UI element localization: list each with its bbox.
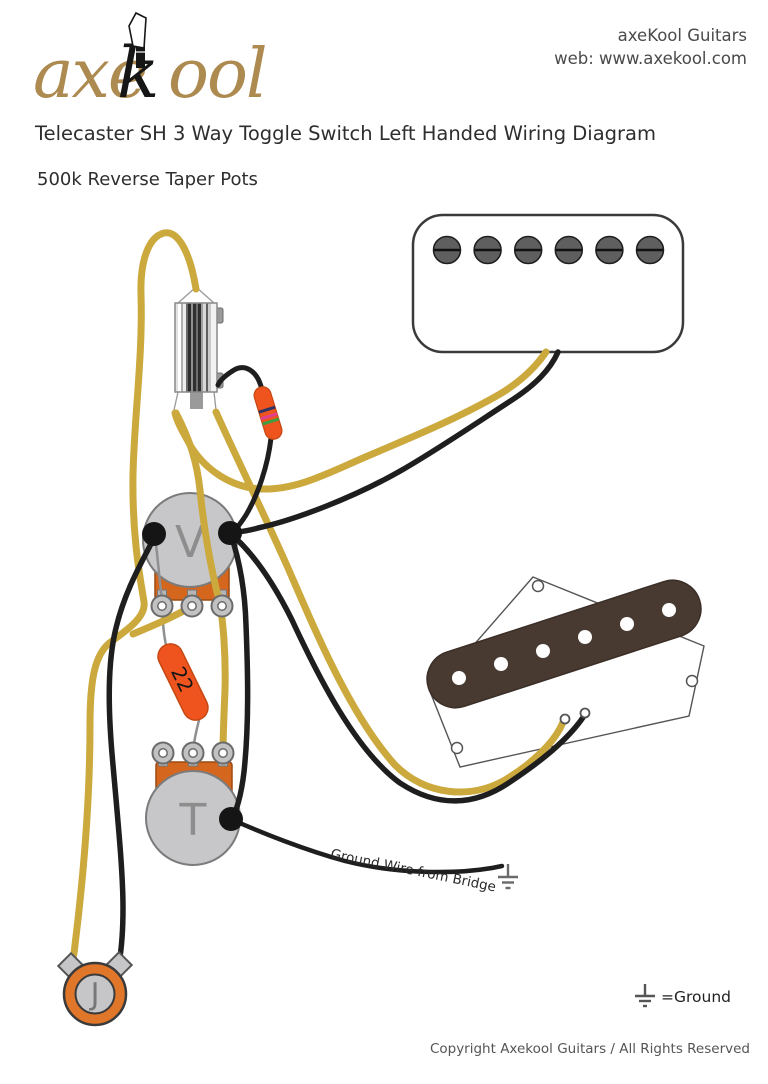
ground-legend: =Ground bbox=[635, 984, 731, 1008]
wire-switch-to-jack bbox=[67, 229, 200, 970]
logo-text-ool: ool bbox=[168, 35, 266, 114]
tone-lug-eyelets bbox=[151, 741, 235, 765]
resistor-band-green bbox=[262, 417, 280, 426]
bridge-pole-pieces bbox=[452, 603, 676, 685]
ground-legend-icon bbox=[635, 984, 655, 1008]
toggle-switch bbox=[173, 286, 224, 411]
pot-lug-eyelets bbox=[150, 594, 591, 765]
volume-lug-eyelets bbox=[150, 594, 234, 618]
wire-bridge-pickup-ground bbox=[228, 531, 587, 804]
page-subtitle: 500k Reverse Taper Pots bbox=[37, 169, 258, 190]
resistor bbox=[253, 386, 283, 440]
resistor-band-magenta bbox=[260, 412, 278, 421]
copyright-text: Copyright Axekool Guitars / All Rights R… bbox=[430, 1041, 750, 1057]
tone-pot: T bbox=[145, 751, 241, 866]
resistor-body bbox=[253, 386, 283, 440]
website-line: web: www.axekool.com bbox=[554, 49, 747, 68]
wire-resistor-to-switch-tab bbox=[215, 365, 265, 393]
tone-pot-label: T bbox=[179, 795, 207, 846]
switch-bottom-bracket bbox=[213, 391, 217, 411]
logo-text-axe: axe bbox=[33, 35, 146, 114]
ground-symbol bbox=[498, 864, 518, 890]
solder-blobs bbox=[142, 521, 243, 831]
logo: axe k ool bbox=[33, 11, 268, 114]
company-name: axeKool Guitars bbox=[618, 26, 747, 45]
bridge-pickup bbox=[426, 576, 705, 768]
baseplate-screw-hole bbox=[685, 674, 699, 688]
capacitor-body bbox=[157, 643, 209, 721]
baseplate-screw-hole bbox=[531, 579, 545, 593]
resistor-band-navy bbox=[258, 405, 276, 414]
humbucker-cover bbox=[411, 213, 685, 354]
volume-right-solder-blob bbox=[218, 521, 242, 545]
wire-tone-to-bridge-ground bbox=[230, 817, 505, 875]
humbucker-pickup bbox=[411, 213, 685, 354]
wire-volume-to-jack-ground bbox=[106, 533, 158, 966]
guitar-headstock-icon bbox=[128, 11, 147, 49]
yellow-wires bbox=[67, 229, 567, 970]
jack-label: J bbox=[89, 977, 100, 1012]
wire-switch-to-bridge-pickup bbox=[212, 408, 567, 796]
wire-volume-to-tone-casing bbox=[228, 532, 251, 821]
tone-solder-blob bbox=[219, 807, 243, 831]
humbucker-pole-pieces bbox=[432, 235, 665, 265]
switch-actuator bbox=[190, 392, 203, 409]
volume-left-solder-blob bbox=[142, 522, 166, 546]
baseplate-screw-hole bbox=[450, 741, 464, 755]
black-wires bbox=[106, 349, 587, 966]
volume-pot-label: V bbox=[175, 517, 205, 568]
jack-inner bbox=[74, 973, 116, 1015]
bridge-wire-eyelets bbox=[559, 707, 591, 725]
ground-legend-label: =Ground bbox=[661, 988, 731, 1006]
wire-humbucker-ground bbox=[229, 349, 561, 536]
switch-bottom-bracket bbox=[173, 391, 179, 411]
bridge-coil bbox=[426, 579, 702, 709]
page-title: Telecaster SH 3 Way Toggle Switch Left H… bbox=[34, 122, 656, 145]
switch-body bbox=[174, 302, 218, 393]
output-jack: J bbox=[56, 950, 134, 1027]
header-right: axeKool Guitars web: www.axekool.com bbox=[554, 26, 747, 68]
